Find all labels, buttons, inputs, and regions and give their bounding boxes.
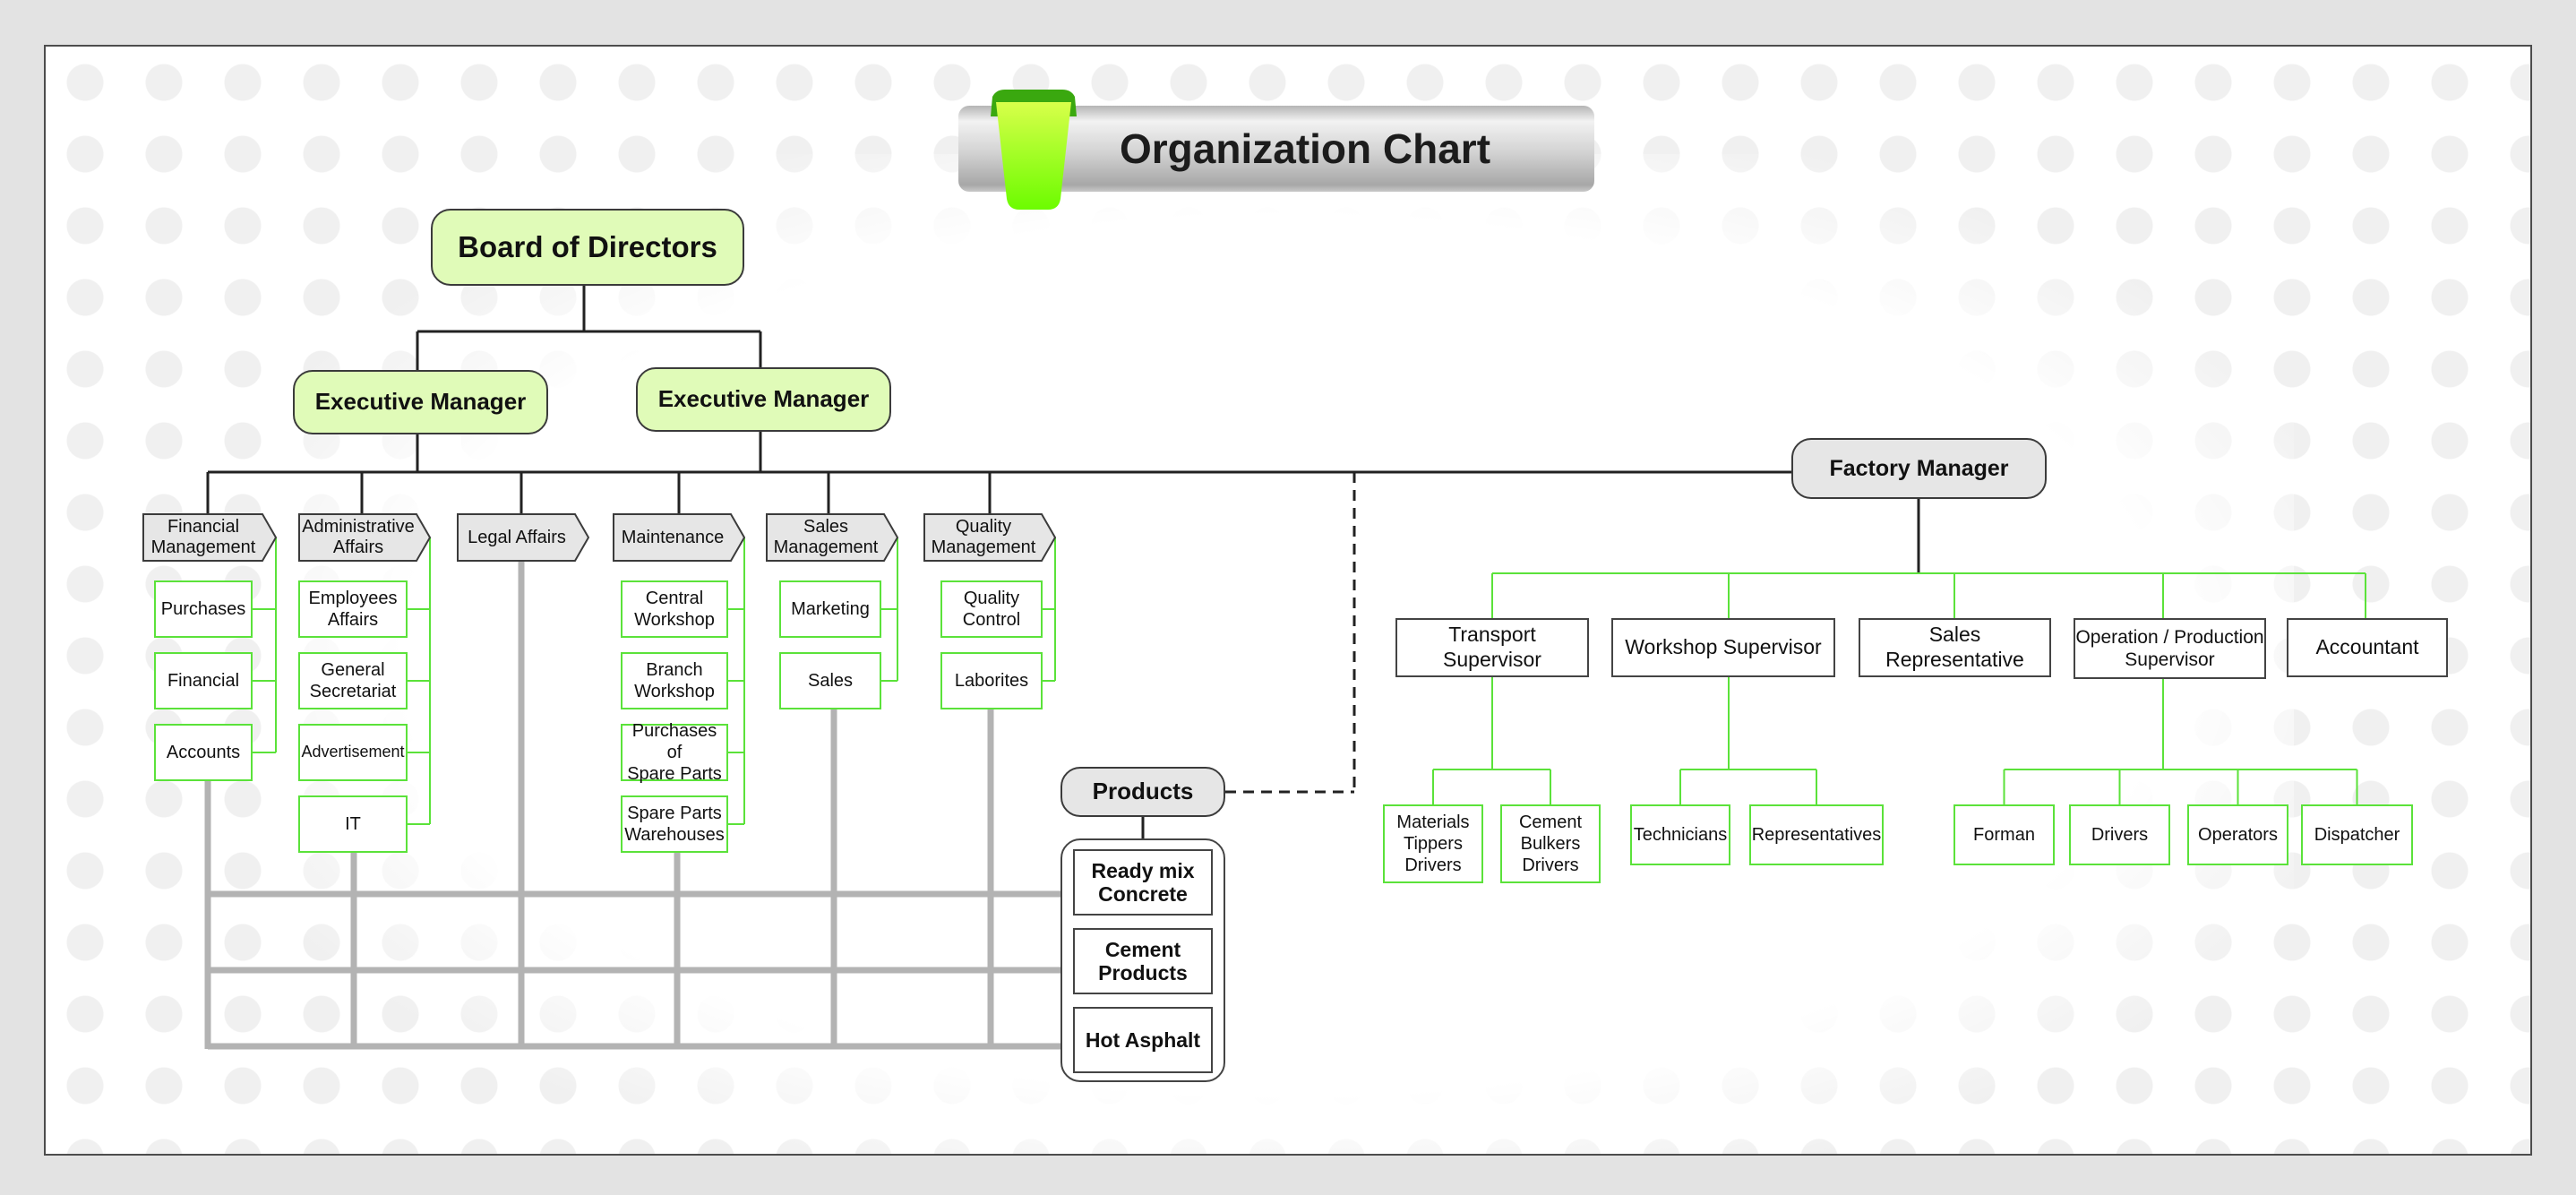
tag-shape <box>923 513 1056 562</box>
department-label: Financial Management <box>150 517 256 557</box>
staff-technicians[interactable]: Technicians <box>1630 804 1730 865</box>
unit-advertisement-label: Advertisement <box>301 743 405 761</box>
unit-purchases-of-spare-parts-label: Purchases of Spare Parts <box>627 721 722 784</box>
staff-technicians-label: Technicians <box>1633 825 1728 845</box>
department-label: Administrative Affairs <box>302 517 415 557</box>
unit-laborites[interactable]: Laborites <box>940 652 1043 709</box>
unit-marketing[interactable]: Marketing <box>779 580 881 638</box>
executive-label: Executive Manager <box>657 385 870 413</box>
staff-forman-label: Forman <box>1973 825 2035 845</box>
unit-central-workshop-label: Central Workshop <box>634 589 715 630</box>
staff-representatives[interactable]: Representatives <box>1749 804 1884 865</box>
unit-purchases-of-spare-parts[interactable]: Purchases of Spare Parts <box>621 721 728 784</box>
unit-laborites-label: Laborites <box>954 671 1029 691</box>
tag-shape <box>298 513 431 562</box>
unit-purchases-label: Purchases <box>160 599 246 619</box>
unit-quality-control-label: Quality Control <box>962 589 1021 630</box>
supervisor-workshop-supervisor[interactable]: Workshop Supervisor <box>1611 618 1835 677</box>
board-label: Board of Directors <box>458 230 717 264</box>
supervisor-sales-representative-label: Sales Representative <box>1885 623 2024 671</box>
products-node[interactable]: Products <box>1060 767 1225 817</box>
department-label: Maintenance <box>621 527 725 547</box>
department-label: Legal Affairs <box>468 527 566 547</box>
executive-manager-node[interactable]: Executive Manager <box>293 370 548 434</box>
staff-drivers[interactable]: Drivers <box>2069 804 2170 865</box>
staff-cement-bulkers-drivers-label: Cement Bulkers Drivers <box>1518 812 1583 875</box>
staff-representatives-label: Representatives <box>1751 825 1882 845</box>
unit-it[interactable]: IT <box>298 795 408 853</box>
department-quality-management[interactable]: Quality Management <box>923 513 1056 562</box>
executive-manager-node[interactable]: Executive Manager <box>636 367 891 432</box>
products-list: Ready mix Concrete Cement Products Hot A… <box>1060 838 1225 1082</box>
unit-branch-workshop[interactable]: Branch Workshop <box>621 652 728 709</box>
supervisor-accountant-label: Accountant <box>2315 635 2419 659</box>
unit-sales[interactable]: Sales <box>779 652 881 709</box>
unit-financial[interactable]: Financial <box>154 652 253 709</box>
department-administrative-affairs[interactable]: Administrative Affairs <box>298 513 431 562</box>
factory-manager-node[interactable]: Factory Manager <box>1791 438 2047 499</box>
department-legal-affairs[interactable]: Legal Affairs <box>457 513 589 562</box>
factory-manager-label: Factory Manager <box>1829 456 2009 481</box>
supervisor-accountant[interactable]: Accountant <box>2287 618 2448 677</box>
unit-marketing-label: Marketing <box>791 599 870 619</box>
products-label: Products <box>1092 778 1194 805</box>
tag-shape <box>142 513 277 562</box>
unit-quality-control[interactable]: Quality Control <box>940 580 1043 638</box>
staff-forman[interactable]: Forman <box>1953 804 2055 865</box>
unit-accounts[interactable]: Accounts <box>154 724 253 781</box>
unit-financial-label: Financial <box>167 671 240 691</box>
supervisor-workshop-supervisor-label: Workshop Supervisor <box>1625 635 1822 659</box>
product-item[interactable]: Hot Asphalt <box>1073 1007 1213 1073</box>
unit-accounts-label: Accounts <box>166 743 241 762</box>
staff-drivers-label: Drivers <box>2091 825 2149 845</box>
unit-it-label: IT <box>345 814 361 834</box>
unit-employees-affairs[interactable]: Employees Affairs <box>298 580 408 638</box>
board-of-directors-node[interactable]: Board of Directors <box>431 209 744 286</box>
staff-cement-bulkers-drivers[interactable]: Cement Bulkers Drivers <box>1500 804 1601 883</box>
unit-sales-label: Sales <box>807 671 854 691</box>
unit-purchases[interactable]: Purchases <box>154 580 253 638</box>
department-sales-management[interactable]: Sales Management <box>766 513 898 562</box>
staff-materials-tippers-drivers-label: Materials Tippers Drivers <box>1396 812 1470 875</box>
department-financial-management[interactable]: Financial Management <box>142 513 277 562</box>
executive-label: Executive Manager <box>314 388 527 416</box>
product-item[interactable]: Cement Products <box>1073 928 1213 994</box>
unit-general-secretariat-label: General Secretariat <box>309 660 397 701</box>
department-maintenance[interactable]: Maintenance <box>613 513 745 562</box>
staff-materials-tippers-drivers[interactable]: Materials Tippers Drivers <box>1383 804 1483 883</box>
product-label: Ready mix Concrete <box>1091 858 1195 906</box>
supervisor-transport-supervisor-label: Transport Supervisor <box>1443 623 1541 671</box>
staff-dispatcher[interactable]: Dispatcher <box>2301 804 2413 865</box>
unit-branch-workshop-label: Branch Workshop <box>634 660 715 701</box>
title-banner: Organization Chart <box>958 90 1594 215</box>
staff-operators-label: Operators <box>2198 825 2278 845</box>
product-item[interactable]: Ready mix Concrete <box>1073 849 1213 916</box>
tag-shape <box>613 513 745 562</box>
staff-operators[interactable]: Operators <box>2187 804 2288 865</box>
department-label: Quality Management <box>931 517 1036 557</box>
product-label: Cement Products <box>1098 937 1188 984</box>
unit-advertisement[interactable]: Advertisement <box>298 724 408 781</box>
staff-dispatcher-label: Dispatcher <box>2314 825 2400 845</box>
tag-shape <box>457 513 589 562</box>
supervisor-sales-representative[interactable]: Sales Representative <box>1859 618 2051 677</box>
unit-spare-parts-warehouses-label: Spare Parts Warehouses <box>624 804 725 845</box>
department-label: Sales Management <box>773 517 879 557</box>
unit-central-workshop[interactable]: Central Workshop <box>621 580 728 638</box>
unit-general-secretariat[interactable]: General Secretariat <box>298 652 408 709</box>
chart-title: Organization Chart <box>1120 125 1491 172</box>
tag-shape <box>766 513 898 562</box>
ribbon-icon <box>991 90 1077 210</box>
product-label: Hot Asphalt <box>1085 1027 1201 1052</box>
supervisor-operation-production-supervisor[interactable]: Operation / Production Supervisor <box>2074 618 2266 679</box>
supervisor-transport-supervisor[interactable]: Transport Supervisor <box>1395 618 1589 677</box>
unit-employees-affairs-label: Employees Affairs <box>308 589 398 630</box>
unit-spare-parts-warehouses[interactable]: Spare Parts Warehouses <box>621 795 728 853</box>
supervisor-operation-production-supervisor-label: Operation / Production Supervisor <box>2075 626 2264 670</box>
